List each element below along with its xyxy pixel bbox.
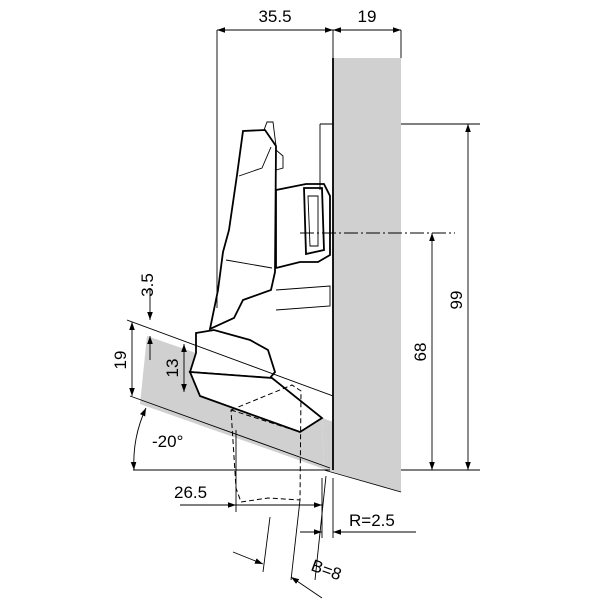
dimension-3-5: 3.5 <box>138 273 157 360</box>
bore-hole-dashed <box>230 384 302 503</box>
label-68: 68 <box>411 343 430 362</box>
dimension-bore: B=8 <box>232 475 344 599</box>
dimension-radius: R=2.5 <box>300 511 416 535</box>
label-26-5: 26.5 <box>174 483 207 502</box>
mounting-plate <box>275 123 333 311</box>
hinge-arm <box>208 121 284 331</box>
dimension-26-5: 26.5 <box>174 430 322 512</box>
dimension-13: 13 <box>163 344 187 392</box>
outline-lines <box>126 30 480 538</box>
label-3-5: 3.5 <box>138 273 157 297</box>
label-19-top: 19 <box>358 7 377 26</box>
label-13: 13 <box>163 359 182 378</box>
label-radius: R=2.5 <box>349 511 395 530</box>
label-bore: B=8 <box>309 556 344 584</box>
dimension-99: 99 <box>447 124 471 470</box>
label-19-left: 19 <box>111 351 130 370</box>
dimension-19-left: 19 <box>111 322 135 396</box>
dimension-68: 68 <box>411 233 435 470</box>
dimension-19-top: 19 <box>333 7 401 33</box>
dimension-35-5: 35.5 <box>217 7 333 33</box>
label-angle: -20° <box>152 432 183 451</box>
angle-dimension: -20° <box>130 407 183 471</box>
cabinet-side-panel <box>333 58 401 492</box>
label-99: 99 <box>447 291 466 310</box>
label-35-5: 35.5 <box>258 7 291 26</box>
hinge-cup <box>188 329 324 433</box>
